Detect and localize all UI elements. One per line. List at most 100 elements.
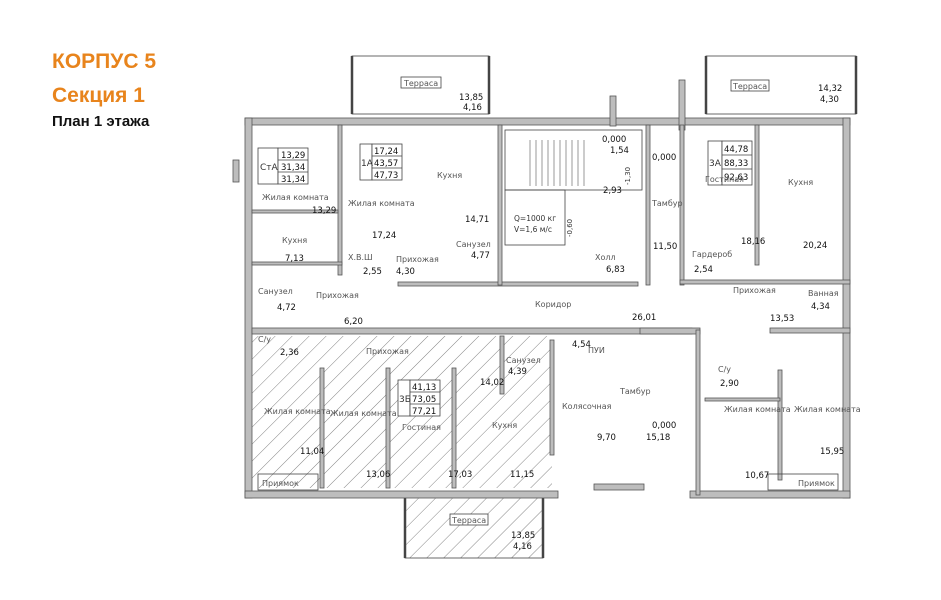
apt-3a-v2: 88,33	[724, 159, 748, 169]
room-label-bathroom: Санузел	[506, 356, 541, 365]
room-label-wc: С/у	[258, 335, 271, 344]
level-mark: 0,000	[652, 153, 676, 163]
room-label-pit: Приямок	[798, 479, 835, 488]
floor-plan-title: План 1 этажа	[52, 113, 150, 130]
area-value: 11,15	[510, 470, 534, 480]
outer-walls	[232, 79, 851, 499]
area-value: 4,72	[277, 303, 296, 313]
area-value: 13,29	[312, 206, 336, 216]
area-value: 6,83	[606, 265, 625, 275]
elevator-capacity: Q=1000 кг	[514, 214, 556, 223]
room-label-stroller: Колясочная	[562, 402, 612, 411]
apartment-3b: 3Б 41,13 73,05 77,21	[397, 379, 441, 417]
level-mark: -0,60	[566, 219, 574, 237]
area-value: 18,16	[741, 237, 765, 247]
room-label-hall: Прихожая	[316, 291, 359, 300]
room-label-bath: Ванная	[808, 289, 839, 298]
apt-1a-v3: 47,73	[374, 171, 398, 181]
room-label-storage: Х.В.Ш	[348, 253, 373, 262]
terrace-bottom-b: 4,16	[513, 542, 532, 552]
apt-st-a-code: СтА	[260, 163, 279, 173]
area-value: 4,39	[508, 367, 527, 377]
elevator-speed: V=1,6 м/с	[514, 225, 552, 234]
pit-right	[767, 473, 839, 491]
area-value: 2,54	[694, 265, 713, 275]
room-label-living: Жилая комната	[264, 407, 331, 416]
apt-3a-v1: 44,78	[724, 145, 748, 155]
room-label-living: Жилая комната	[330, 409, 397, 418]
terrace-bottom-label: Терраса	[451, 516, 486, 525]
apt-3b-v3: 77,21	[412, 407, 436, 417]
room-label-kitchen: Кухня	[492, 421, 517, 430]
terrace-left-label: Терраса	[403, 79, 438, 88]
pit-left	[257, 473, 319, 491]
room-label-hall: Прихожая	[396, 255, 439, 264]
apt-3b-code: 3Б	[399, 395, 411, 405]
area-value: 2,36	[280, 348, 299, 358]
level-mark: -1,30	[624, 167, 632, 185]
room-label-vestibule: Тамбур	[651, 199, 683, 208]
room-label-pui: ПУИ	[588, 346, 605, 355]
area-value: 2,55	[363, 267, 382, 277]
room-label-hall: Прихожая	[733, 286, 776, 295]
room-label-living: Жилая комната	[724, 405, 791, 414]
area-value: 14,02	[480, 378, 504, 388]
area-value: 9,70	[597, 433, 616, 443]
apartment-3a: 3А 44,78 88,33 92,63	[707, 140, 753, 186]
apartment-1a: 1А 17,24 43,57 47,73	[359, 143, 403, 181]
area-value: 4,34	[811, 302, 830, 312]
room-label-living: Жилая комната	[348, 199, 415, 208]
apt-1a-v1: 17,24	[374, 147, 398, 157]
room-label-bathroom: Санузел	[258, 287, 293, 296]
terrace-bottom	[403, 494, 545, 559]
terrace-left-b: 4,16	[463, 103, 482, 113]
area-value: 20,24	[803, 241, 827, 251]
room-label-kitchen: Кухня	[437, 171, 462, 180]
room-label-hall: Прихожая	[366, 347, 409, 356]
area-value: 4,54	[572, 340, 591, 350]
area-value: 15,18	[646, 433, 670, 443]
room-label-wc: С/у	[718, 365, 731, 374]
apt-st-a-v3: 31,34	[281, 175, 305, 185]
area-value: 6,20	[344, 317, 363, 327]
area-value: 4,30	[396, 267, 415, 277]
area-value: 2,93	[603, 186, 622, 196]
room-label-guest: Гостиная	[705, 175, 744, 184]
apt-st-a-v2: 31,34	[281, 163, 305, 173]
inner-walls	[251, 124, 851, 496]
area-value: 17,24	[372, 231, 396, 241]
room-label-living: Жилая комната	[262, 193, 329, 202]
area-value: 13,06	[366, 470, 390, 480]
terrace-right-label: Терраса	[732, 82, 767, 91]
entrance-step	[593, 483, 645, 491]
apt-3a-v3: 92,63	[724, 173, 748, 183]
apt-1a-v2: 43,57	[374, 159, 398, 169]
building-title: КОРПУС 5	[52, 50, 156, 73]
area-value: 17,03	[448, 470, 472, 480]
area-value: 15,95	[820, 447, 844, 457]
area-value: 11,04	[300, 447, 324, 457]
terrace-right-b: 4,30	[820, 95, 839, 105]
area-value: 7,13	[285, 254, 304, 264]
area-value: 14,71	[465, 215, 489, 225]
room-label-corridor: Коридор	[535, 300, 571, 309]
room-label-kitchen: Кухня	[282, 236, 307, 245]
room-label-bathroom: Санузел	[456, 240, 491, 249]
room-label-guest: Гостиная	[402, 423, 441, 432]
area-value: 10,67	[745, 471, 769, 481]
section-title: Секция 1	[52, 84, 145, 107]
level-mark: 0,000	[652, 421, 676, 431]
room-label-kitchen: Кухня	[788, 178, 813, 187]
area-value: 4,77	[471, 251, 490, 261]
staircase	[504, 129, 643, 246]
room-label-living: Жилая комната	[794, 405, 861, 414]
room-label-wardrobe: Гардероб	[692, 250, 732, 259]
level-mark: 0,000	[602, 135, 626, 145]
apt-1a-code: 1А	[361, 159, 374, 169]
apt-3b-v1: 41,13	[412, 383, 436, 393]
area-value: 13,53	[770, 314, 794, 324]
terrace-left	[350, 55, 491, 115]
area-value: 26,01	[632, 313, 656, 323]
room-label-lobby: Холл	[595, 253, 616, 262]
apartment-st-a: СтА 13,29 31,34 31,34	[257, 147, 309, 185]
